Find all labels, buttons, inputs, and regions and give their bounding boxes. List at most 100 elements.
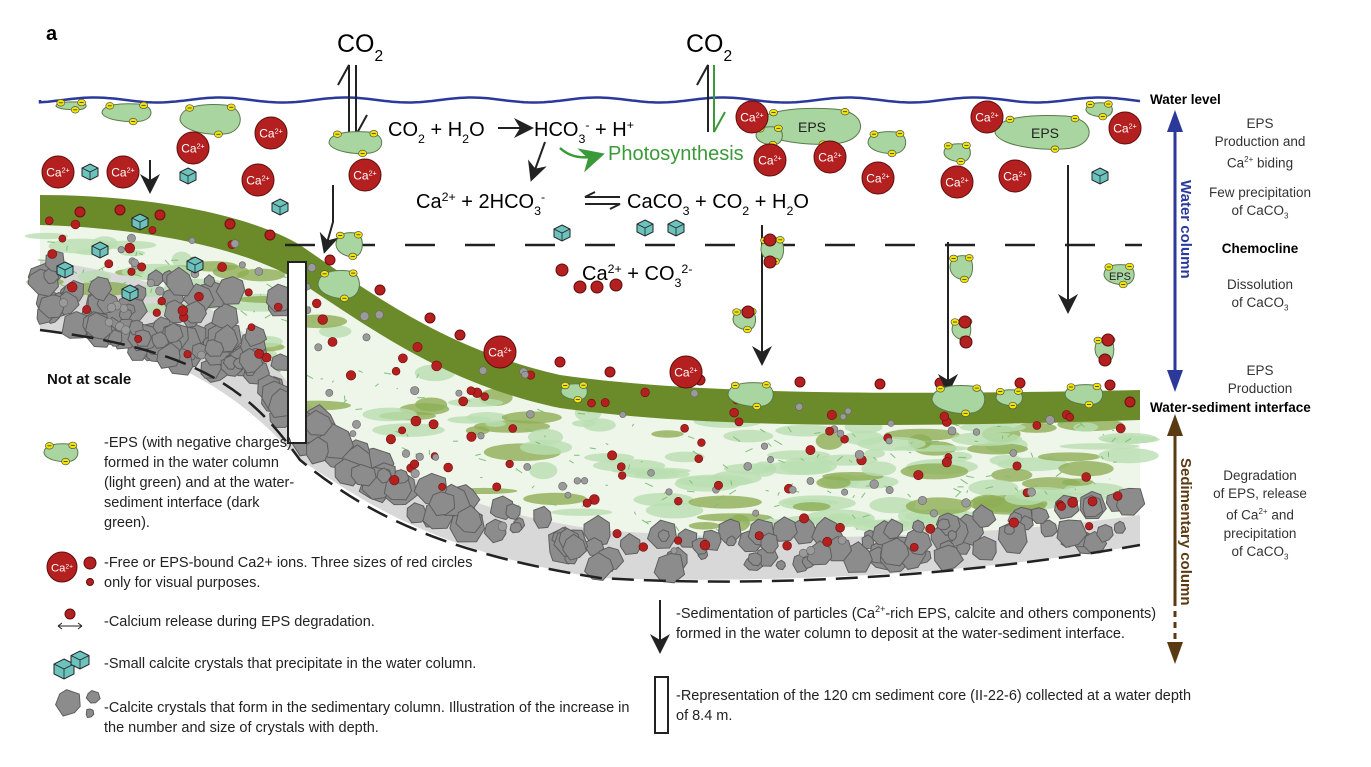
eps-mesh-strand	[531, 485, 535, 489]
eps-mesh-strand	[331, 380, 334, 383]
calcium-dot	[508, 424, 518, 433]
calcite-grain	[523, 463, 532, 471]
calcite-rock	[350, 463, 377, 487]
calcite-rock	[583, 514, 611, 547]
text-segment: 3	[578, 132, 585, 146]
eps-mesh-fragment	[571, 419, 596, 427]
eps-mesh-strand	[955, 491, 961, 498]
svg-text:Ca2+: Ca2+	[488, 345, 512, 360]
eps-mesh-strand	[515, 468, 523, 474]
eps-mesh-strand	[119, 281, 127, 287]
eps-mesh-fragment	[1037, 452, 1101, 462]
calcium-dot	[82, 305, 91, 314]
calcium-dot	[582, 498, 592, 508]
svg-text:Ca2+: Ca2+	[111, 165, 135, 180]
eps-mesh-strand	[687, 435, 695, 440]
calcite-grain	[752, 509, 760, 517]
calcite-rock	[406, 502, 428, 524]
calcite-grain	[841, 488, 849, 496]
calcite-grain	[1027, 487, 1036, 497]
text-segment: Few precipitation of CaCO	[1208, 185, 1312, 218]
eps-mesh-strand	[907, 493, 911, 498]
panel-label: a	[46, 23, 58, 45]
eps-mesh-fragment	[651, 430, 684, 438]
calcium-ion: Ca2+	[348, 158, 382, 192]
calcium-dot	[616, 462, 626, 472]
text-segment: -Sedimentation of particles (Ca	[676, 605, 876, 622]
eps-mesh-strand	[661, 496, 668, 501]
eps-mesh-fragment	[972, 494, 1005, 508]
calcium-dot	[1032, 421, 1042, 430]
note-dissolution: Dissolution of CaCO3	[1185, 276, 1335, 318]
legend-icons: Ca2+	[43, 441, 101, 719]
calcite-crystal-icon	[81, 163, 99, 181]
calcium-dot	[58, 234, 67, 243]
text-segment: CaCO	[627, 191, 683, 213]
text-segment: 2+	[262, 173, 270, 182]
calcium-dot	[729, 407, 739, 418]
calcite-grain	[917, 495, 927, 505]
calcite-grain	[839, 413, 847, 420]
calcite-rock	[562, 533, 587, 561]
calcium-dot	[714, 480, 723, 490]
eps-mesh-strand	[686, 490, 695, 493]
calcium-dot	[555, 263, 569, 277]
calcium-dot	[805, 445, 816, 455]
eps-mesh-strand	[135, 251, 138, 257]
eps-mesh-strand	[1004, 475, 1011, 478]
text-segment: 2+	[756, 110, 764, 119]
calcium-dot	[398, 426, 407, 435]
calcite-rock	[55, 689, 81, 717]
eps-mesh-strand	[1079, 422, 1085, 428]
text-segment: 2+	[961, 175, 969, 184]
eps-mesh-fragment	[485, 420, 506, 427]
calcite-rock	[775, 559, 786, 571]
text-segment: Ca	[975, 111, 991, 125]
eps-mesh-strand	[1125, 438, 1132, 443]
calcium-release-icon	[64, 608, 76, 620]
eps-mesh-strand	[139, 252, 144, 256]
svg-text:Ca2+: Ca2+	[758, 153, 782, 168]
calcite-rock	[747, 552, 762, 567]
calcium-dot	[127, 267, 136, 276]
calcite-grain	[352, 419, 361, 429]
svg-text:Ca2+: Ca2+	[51, 563, 73, 575]
eps-particle	[335, 231, 363, 261]
eps-mesh-strand	[445, 404, 449, 410]
calcite-grain	[947, 426, 957, 436]
calcite-crystal-icon	[70, 650, 90, 670]
calcium-dot	[86, 578, 94, 586]
calcite-grain	[961, 498, 971, 508]
eps-mesh-strand	[355, 408, 363, 411]
eps-mesh-fragment	[372, 423, 445, 437]
calcium-dot	[157, 297, 166, 306]
calcite-grain	[401, 449, 411, 458]
eps-mesh-strand	[966, 489, 969, 494]
eps-mesh-strand	[384, 372, 392, 375]
eps-mesh-strand	[873, 456, 877, 460]
calcium-dot	[941, 457, 952, 468]
release-arrows-icon	[57, 622, 83, 630]
eps-mesh-fragment	[1059, 443, 1140, 450]
calcite-crystal-icon	[179, 167, 197, 185]
eps-mesh-strand	[953, 488, 962, 493]
calcium-dot	[573, 280, 587, 294]
legend-sed-calcite-text: -Calcite crystals that form in the sedim…	[104, 698, 634, 738]
eps-mesh-strand	[82, 269, 85, 273]
calcite-rock	[1113, 520, 1127, 534]
eps-mesh-strand	[628, 464, 631, 470]
note-eps-production: EPS Production	[1185, 362, 1335, 398]
calcium-dot	[480, 392, 489, 401]
calcium-dot	[958, 315, 972, 329]
text-segment: Ca	[866, 172, 882, 186]
calcite-grain	[117, 246, 125, 254]
photosynthesis-arrow	[559, 147, 605, 173]
calcite-grain	[558, 481, 567, 491]
calcite-grain	[743, 462, 753, 471]
text-segment: + CO	[689, 191, 742, 213]
calcite-crystal-icon	[131, 213, 149, 231]
eps-mesh-fragment	[723, 429, 774, 443]
calcium-dot	[1008, 517, 1019, 528]
equation-hco3-h: HCO3- + H+	[534, 118, 634, 146]
text-segment: 2-	[681, 262, 692, 276]
